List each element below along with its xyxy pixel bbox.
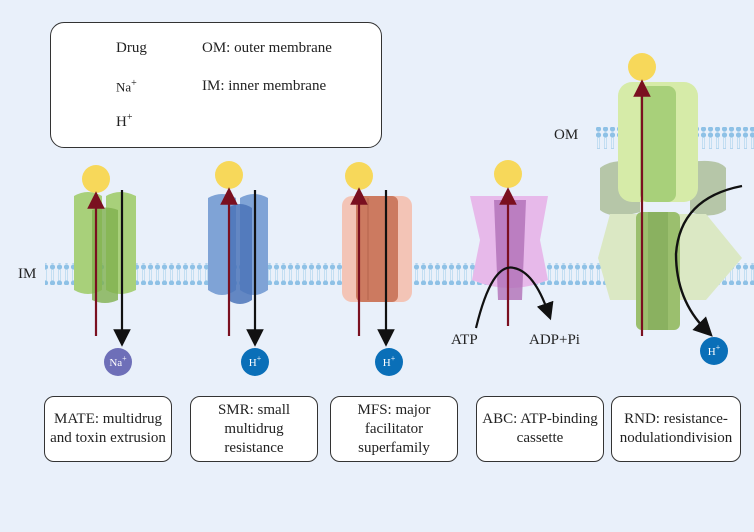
drug-molecule-smr <box>215 161 243 189</box>
svg-text:H+: H+ <box>708 343 721 358</box>
drug-molecule-mfs <box>345 162 373 190</box>
ion-smr-charge: + <box>257 354 262 363</box>
legend-drug-label: Drug <box>116 40 147 56</box>
legend-proton-label: H+ <box>116 112 132 131</box>
rnd-transporter <box>598 82 742 330</box>
ion-mate: Na+ <box>104 348 132 376</box>
legend-sodium-charge: + <box>131 78 137 89</box>
svg-text:Na+: Na+ <box>109 354 127 369</box>
ion-arrow-rnd <box>674 184 743 337</box>
legend-inner-membrane: IM: inner membrane <box>202 78 327 94</box>
atp-hydrolysis-arrow <box>474 266 554 329</box>
adp-pi-label: ADP+Pi <box>529 332 580 348</box>
legend-sodium-label: Na+ <box>116 78 137 95</box>
svg-text:H+: H+ <box>249 354 262 369</box>
ion-mfs-charge: + <box>391 354 396 363</box>
ion-mfs-label: H <box>383 357 391 369</box>
family-box-rnd: RND: resistance-nodulationdivision <box>611 396 741 462</box>
svg-text:H+: H+ <box>383 354 396 369</box>
mate-transporter <box>74 192 136 303</box>
ion-rnd-charge: + <box>716 343 721 352</box>
legend <box>50 22 382 148</box>
inner-membrane-label: IM <box>18 266 37 282</box>
atp-label: ATP <box>451 332 478 348</box>
ion-mfs: H+ <box>375 348 403 376</box>
family-box-abc: ABC: ATP-binding cassette <box>476 396 604 462</box>
family-box-mate: MATE: multidrug and toxin extrusion <box>44 396 172 462</box>
ion-mate-charge: + <box>122 354 127 363</box>
mfs-transporter <box>342 196 412 302</box>
outer-membrane-label: OM <box>554 127 579 143</box>
legend-proton-charge: + <box>126 112 133 123</box>
legend-proton-symbol: H <box>116 114 127 130</box>
family-box-mfs: MFS: major facilitator superfamily <box>330 396 458 462</box>
ion-rnd: H+ <box>700 337 728 365</box>
ion-smr-label: H <box>249 357 257 369</box>
drug-molecule-mate <box>82 165 110 193</box>
ion-smr: H+ <box>241 348 269 376</box>
ion-mate-label: Na <box>109 357 122 369</box>
ion-rnd-label: H <box>708 346 716 358</box>
legend-outer-membrane: OM: outer membrane <box>202 40 332 56</box>
drug-molecule-rnd <box>628 53 656 81</box>
smr-transporter <box>208 194 268 304</box>
family-box-smr: SMR: small multidrug resistance <box>190 396 318 462</box>
legend-sodium-symbol: Na <box>116 79 132 95</box>
drug-molecule-abc <box>494 160 522 188</box>
